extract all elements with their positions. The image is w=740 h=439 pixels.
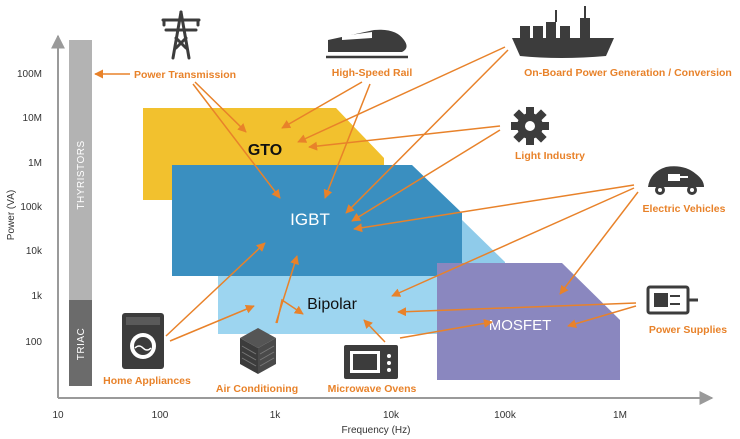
air-conditioner-icon [240,328,276,374]
igbt-label: IGBT [290,210,330,229]
y-tick-label: 100 [25,337,42,348]
arrow-home-igbt [165,242,266,337]
x-tick-label: 10 [52,410,64,421]
y-tick-label: 100M [17,69,42,80]
label-electric-vehicles: Electric Vehicles [643,203,726,215]
arrow-ac-igbt [275,255,299,324]
bipolar-region [218,276,505,334]
arrow-industry-igbt [351,129,501,222]
bipolar-label: Bipolar [307,296,357,313]
x-tick-label: 10k [383,410,400,421]
x-tick-labels: 10 100 1k 10k 100k 1M [52,410,627,421]
arrow-ps-mosfet [567,305,637,329]
triac-bar [69,300,92,386]
application-arrows [94,46,639,343]
thyristors-label: THYRISTORS [76,140,87,209]
y-tick-label: 1k [31,291,43,302]
label-air-conditioning: Air Conditioning [216,383,298,395]
label-power-transmission: Power Transmission [134,69,236,81]
x-tick-label: 1M [613,410,627,421]
y-tick-label: 1M [28,158,42,169]
arrow-power-transmission-gto [194,81,247,133]
y-tick-label: 10M [23,113,42,124]
transmission-tower-icon [161,10,201,60]
igbt-region [172,165,462,276]
car-plug-icon [648,166,704,195]
x-axis-title: Frequency (Hz) [342,425,411,436]
mosfet-label: MOSFET [489,317,552,334]
gear-icon [511,107,549,145]
thyristors-bar [69,40,92,300]
x-tick-label: 100k [494,410,517,421]
mosfet-region [437,263,620,380]
arrow-ev-igbt [353,184,635,233]
y-axis-title: Power (VA) [6,190,17,240]
gto-label: GTO [248,142,282,159]
arrow-ev-mosfet [559,191,639,295]
label-onboard-power: On-Board Power Generation / Conversion [524,67,732,79]
arrow-microwave-mosfet [399,318,493,339]
arrow-microwave-bipolar [363,319,386,343]
washing-machine-icon [122,313,164,369]
x-tick-label: 100 [152,410,169,421]
application-labels: Power Transmission High-Speed Rail On-Bo… [103,67,732,395]
ship-icon [512,6,614,58]
axes: Power (VA) Frequency (Hz) 100M 10M 1M 10… [6,34,714,436]
arrow-industry-gto [308,125,501,151]
microwave-icon [344,345,398,379]
battery-plug-icon [646,285,698,315]
x-tick-label: 1k [270,410,282,421]
triac-label: TRIAC [76,328,87,361]
label-light-industry: Light Industry [515,150,585,162]
arrow-ship-gto [297,46,506,143]
label-power-supplies: Power Supplies [649,324,727,336]
label-high-speed-rail: High-Speed Rail [332,67,413,79]
label-microwave-ovens: Microwave Ovens [328,383,417,395]
label-home-appliances: Home Appliances [103,375,191,387]
y-tick-label: 10k [26,246,43,257]
arrow-power-transmission-igbt [192,83,281,199]
arrow-ps-bipolar [397,302,637,317]
y-tick-labels: 100M 10M 1M 100k 10k 1k 100 [17,69,43,348]
arrow-home-bipolar [169,304,255,342]
train-icon [326,29,408,59]
thyristor-bar: THYRISTORS TRIAC [69,40,92,386]
arrow-rail-igbt [323,83,371,199]
arrow-ev-bipolar [391,187,635,297]
arrow-ship-igbt [345,49,509,214]
y-tick-label: 100k [20,202,43,213]
arrow-rail-gto [281,81,363,129]
